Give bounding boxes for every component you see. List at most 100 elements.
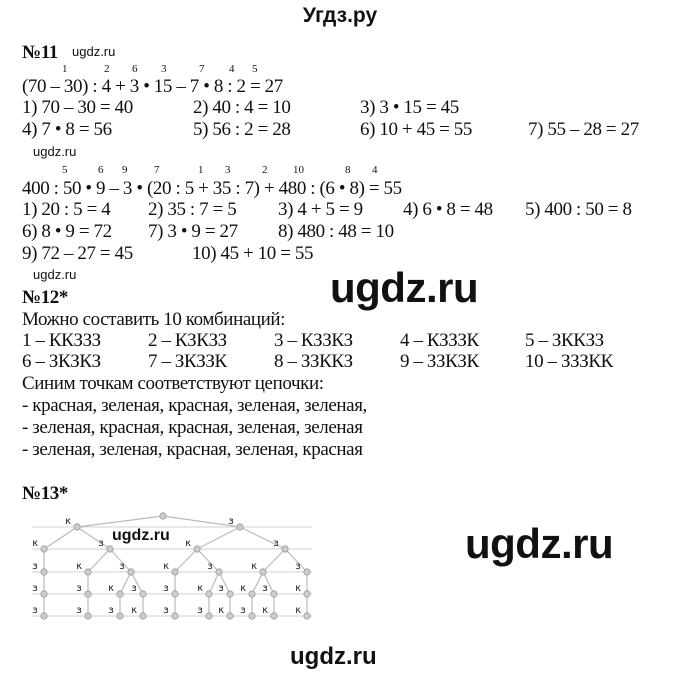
- tree-node: [116, 612, 124, 620]
- chain: - зеленая, зеленая, красная, зеленая, кр…: [22, 439, 363, 460]
- watermark-large: ugdz.ru: [330, 264, 479, 311]
- tree-node-label: к: [295, 605, 301, 616]
- order-number: 6: [132, 63, 138, 75]
- tree-node: [215, 568, 223, 576]
- tree-node-label: к: [163, 561, 169, 572]
- step: 3) 4 + 5 = 9: [278, 199, 363, 220]
- tree-node: [159, 512, 167, 520]
- tree-node-label: к: [197, 583, 203, 594]
- tree-node-label: к: [218, 605, 224, 616]
- tree-node: [40, 590, 48, 598]
- tree-node: [226, 590, 234, 598]
- tree-node: [116, 590, 124, 598]
- step: 1) 20 : 5 = 4: [22, 199, 111, 220]
- order-number: 6: [98, 164, 104, 176]
- tree-node: [270, 590, 278, 598]
- tree-node-label: з: [108, 605, 114, 616]
- combination: 1 – ККЗЗЗ: [22, 330, 101, 351]
- tree-node: [40, 568, 48, 576]
- tree-edge: [109, 548, 132, 573]
- tree-edge: [119, 571, 132, 595]
- tree-node-label: з: [207, 561, 213, 572]
- tree-edge: [196, 526, 241, 550]
- tree-edge: [162, 515, 241, 528]
- expression-1: (70 – 30) : 4 + 3 • 15 – 7 • 8 : 2 = 27: [22, 76, 283, 97]
- order-number: 7: [199, 63, 205, 75]
- tree-node: [281, 545, 289, 553]
- order-number: 4: [372, 164, 378, 176]
- tree-edge: [196, 548, 220, 573]
- combination: 4 – КЗЗЗК: [400, 330, 479, 351]
- step: 1) 70 – 30 = 40: [22, 97, 133, 118]
- tree-node-label: к: [185, 538, 191, 549]
- tree-node: [84, 568, 92, 576]
- order-number: 1: [62, 63, 68, 75]
- tree-node-label: з: [197, 605, 203, 616]
- tree-node-label: з: [32, 561, 38, 572]
- step: 7) 3 • 9 = 27: [148, 221, 238, 242]
- order-number: 9: [122, 164, 128, 176]
- watermark-small: ugdz.ru: [33, 144, 77, 159]
- watermark-small: ugdz.ru: [33, 267, 77, 282]
- tree-node: [40, 545, 48, 553]
- tree-node-label: з: [228, 516, 234, 527]
- watermark-large: ugdz.ru: [465, 520, 614, 567]
- tree-node: [248, 590, 256, 598]
- tree-node-label: к: [240, 583, 246, 594]
- tree-node-label: к: [108, 583, 114, 594]
- tree-node-label: к: [65, 516, 71, 527]
- step: 4) 7 • 8 = 56: [22, 119, 112, 140]
- order-number: 7: [154, 164, 160, 176]
- step: 10) 45 + 10 = 55: [192, 243, 314, 264]
- tree-node-label: з: [163, 583, 169, 594]
- order-number: 8: [345, 164, 351, 176]
- tree-edge: [87, 548, 111, 573]
- combination: 8 – ЗЗККЗ: [274, 351, 353, 372]
- tree-node: [205, 590, 213, 598]
- watermark-bottom: ugdz.ru: [290, 643, 377, 670]
- step: 3) 3 • 15 = 45: [360, 97, 459, 118]
- tree-node: [171, 590, 179, 598]
- order-number: 2: [262, 164, 268, 176]
- step: 7) 55 – 28 = 27: [528, 119, 639, 140]
- tree-node: [139, 590, 147, 598]
- tree-node-label: к: [262, 605, 268, 616]
- order-number: 1: [198, 164, 204, 176]
- tree-node: [106, 545, 114, 553]
- tree-node: [248, 612, 256, 620]
- tree-edge: [239, 526, 286, 550]
- tree-edge: [262, 571, 275, 595]
- step: 2) 35 : 7 = 5: [148, 199, 237, 220]
- tree-node: [205, 612, 213, 620]
- tree-node-label: з: [119, 561, 125, 572]
- tree-node: [84, 612, 92, 620]
- tree-node-label: з: [218, 583, 224, 594]
- tree-node: [84, 590, 92, 598]
- tree-node: [226, 612, 234, 620]
- tree-edge: [284, 548, 308, 573]
- step: 4) 6 • 8 = 48: [403, 199, 493, 220]
- task-13-heading: №13*: [22, 483, 68, 504]
- order-number: 3: [225, 164, 231, 176]
- tree-node-label: з: [98, 538, 104, 549]
- tree-node: [303, 612, 311, 620]
- combination: 6 – ЗКЗКЗ: [22, 351, 101, 372]
- tree-node-label: з: [32, 605, 38, 616]
- tree-node-label: к: [32, 538, 38, 549]
- blue-dots-intro: Синим точкам соответствуют цепочки:: [22, 373, 324, 394]
- tree-edge: [251, 571, 264, 595]
- tree-node: [270, 612, 278, 620]
- step: 5) 56 : 2 = 28: [193, 119, 291, 140]
- expression-2: 400 : 50 • 9 – 3 • (20 : 5 + 35 : 7) + 4…: [22, 178, 402, 199]
- task-12-heading: №12*: [22, 287, 68, 308]
- combination: 9 – ЗЗКЗК: [400, 351, 479, 372]
- tree-node-label: з: [76, 605, 82, 616]
- tree-node: [236, 523, 244, 531]
- tree-node-label: з: [32, 583, 38, 594]
- tree-node: [171, 612, 179, 620]
- tree-node-label: з: [262, 583, 268, 594]
- tree-node-label: з: [273, 538, 279, 549]
- order-number: 5: [62, 164, 68, 176]
- order-number: 5: [252, 63, 258, 75]
